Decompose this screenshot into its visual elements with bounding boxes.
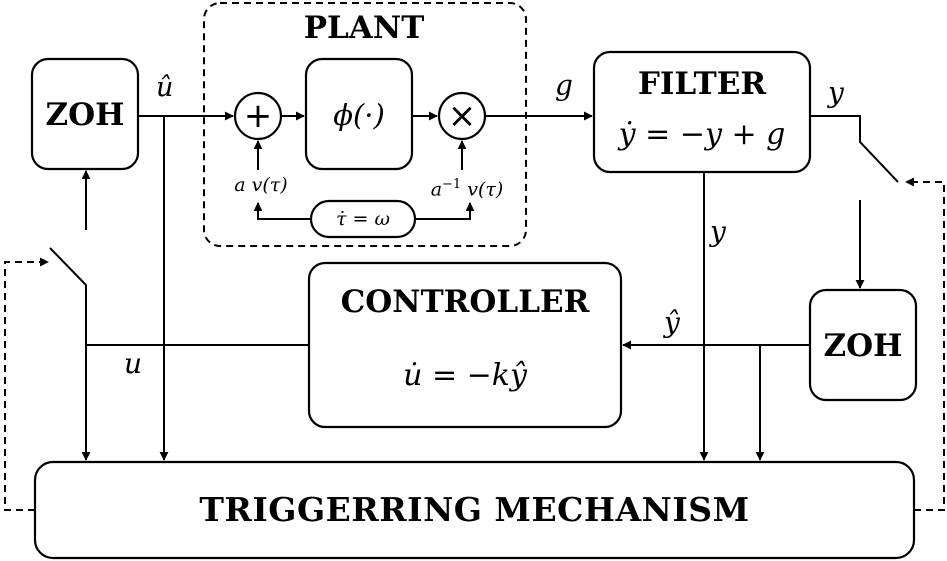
signal-y-out: y [828,76,844,109]
signal-y-mid: y [710,215,726,248]
input-modulation-label: a v(τ) [216,173,306,197]
signal-u-hat: û [156,72,174,103]
plant-enclosure [203,2,527,247]
controller-equation: u̇ = −kŷ [403,358,527,393]
output-exponent: −1 [442,177,462,192]
filter-equation: ẏ = −y + g [618,117,786,152]
clock-equation: τ̇ = ω [335,208,390,230]
output-gain: a [430,178,443,201]
plant-title: PLANT [303,10,425,46]
zoh-right-label: ZOH [823,328,903,364]
filter-box [592,50,812,174]
zoh-left-box [30,57,140,171]
zoh-left-label: ZOH [45,97,125,133]
product-symbol: × [447,96,477,136]
input-signal: v(τ) [251,174,288,196]
input-gain: a [234,174,246,196]
filter-title: FILTER [637,66,767,102]
nonlinearity-label: ϕ(·) [333,98,385,132]
signal-u: u [124,347,143,380]
controller-title: CONTROLLER [340,284,590,320]
sum-symbol: + [243,96,273,136]
output-modulation-label: a−1 v(τ) [417,173,517,201]
output-signal: v(τ) [467,178,504,201]
trigger-title: TRIGGERRING MECHANISM [199,490,750,529]
nonlinearity-box [304,57,414,171]
signal-y-hat: ŷ [664,306,680,339]
signal-g: g [555,69,573,102]
